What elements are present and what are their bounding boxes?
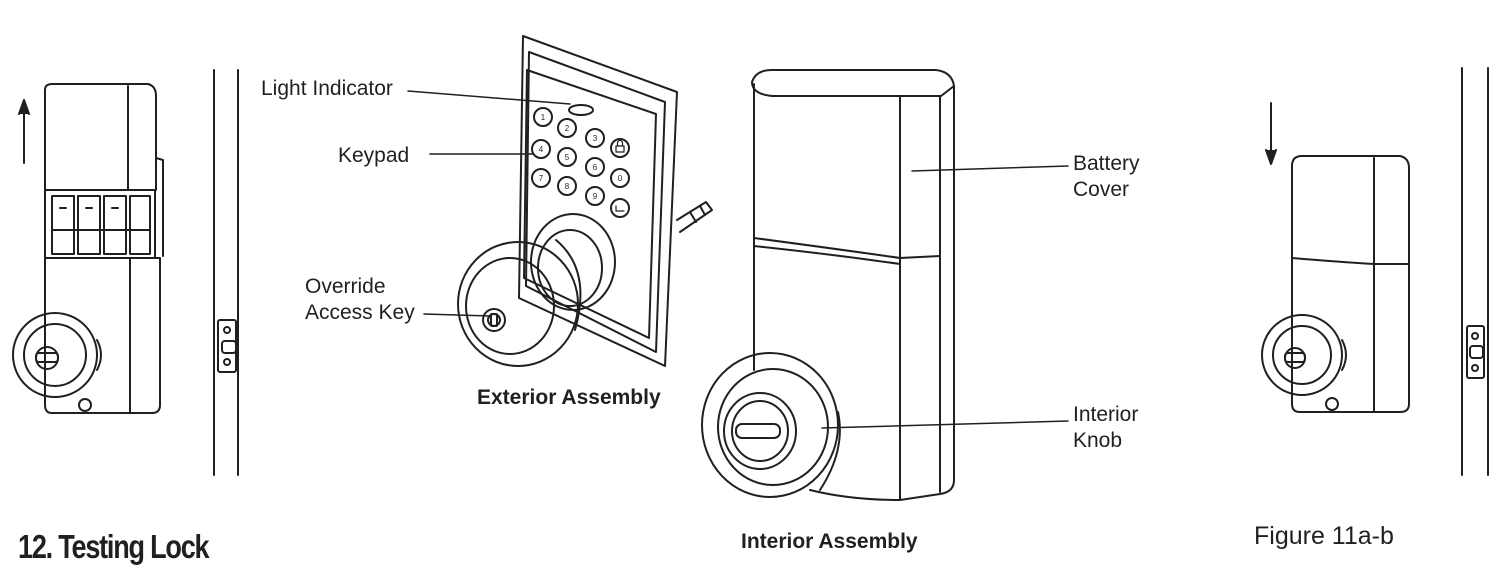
svg-text:1: 1	[541, 113, 546, 122]
battery-cover-label: Battery Cover	[1073, 151, 1140, 203]
override-label-line2: Access Key	[305, 301, 415, 324]
svg-text:9: 9	[593, 192, 598, 201]
enter-key	[610, 198, 630, 218]
svg-text:4: 4	[539, 145, 544, 154]
key-0: 0	[610, 168, 630, 188]
svg-text:0: 0	[618, 174, 623, 183]
key-8: 8	[557, 176, 577, 196]
key-7: 7	[531, 168, 551, 188]
keypad-label: Keypad	[338, 144, 410, 167]
figure-caption: Figure 11a-b	[1254, 522, 1394, 550]
svg-text:8: 8	[565, 182, 570, 191]
light-indicator-label: Light Indicator	[261, 77, 393, 100]
override-access-key-label: Override Access Key	[305, 274, 415, 326]
key-6: 6	[585, 157, 605, 177]
svg-text:2: 2	[565, 124, 570, 133]
key-4: 4	[531, 139, 551, 159]
key-5: 5	[557, 147, 577, 167]
section-heading: 12. Testing Lock	[18, 528, 210, 565]
svg-text:6: 6	[593, 163, 598, 172]
key-3: 3	[585, 128, 605, 148]
svg-text:3: 3	[593, 134, 598, 143]
key-9: 9	[585, 186, 605, 206]
lock-key	[610, 138, 630, 158]
knob-label-line1: Interior	[1073, 403, 1139, 426]
leader-lines	[407, 90, 1069, 429]
svg-text:5: 5	[565, 153, 570, 162]
up-arrow-icon	[18, 99, 30, 164]
interior-knob-label: Interior Knob	[1073, 402, 1138, 454]
exterior-assembly-drawing: 1 2 3 4 5 6 7 8 9 0	[457, 35, 713, 367]
right-lock-cover-closed	[1261, 67, 1489, 476]
interior-assembly-caption: Interior Assembly	[741, 530, 918, 553]
battery-label-line1: Battery	[1073, 152, 1140, 175]
knob-label-line2: Knob	[1073, 429, 1123, 452]
key-1: 1	[533, 107, 553, 127]
battery-label-line2: Cover	[1073, 178, 1130, 201]
svg-text:7: 7	[539, 174, 544, 183]
interior-assembly-drawing	[701, 69, 955, 501]
keypad-buttons: 1 2 3 4 5 6 7 8 9 0	[531, 107, 630, 218]
key-2: 2	[557, 118, 577, 138]
down-arrow-icon	[1265, 102, 1277, 165]
exterior-assembly-caption: Exterior Assembly	[477, 386, 661, 409]
left-lock-cover-open	[12, 69, 239, 476]
override-label-line1: Override	[305, 275, 386, 298]
